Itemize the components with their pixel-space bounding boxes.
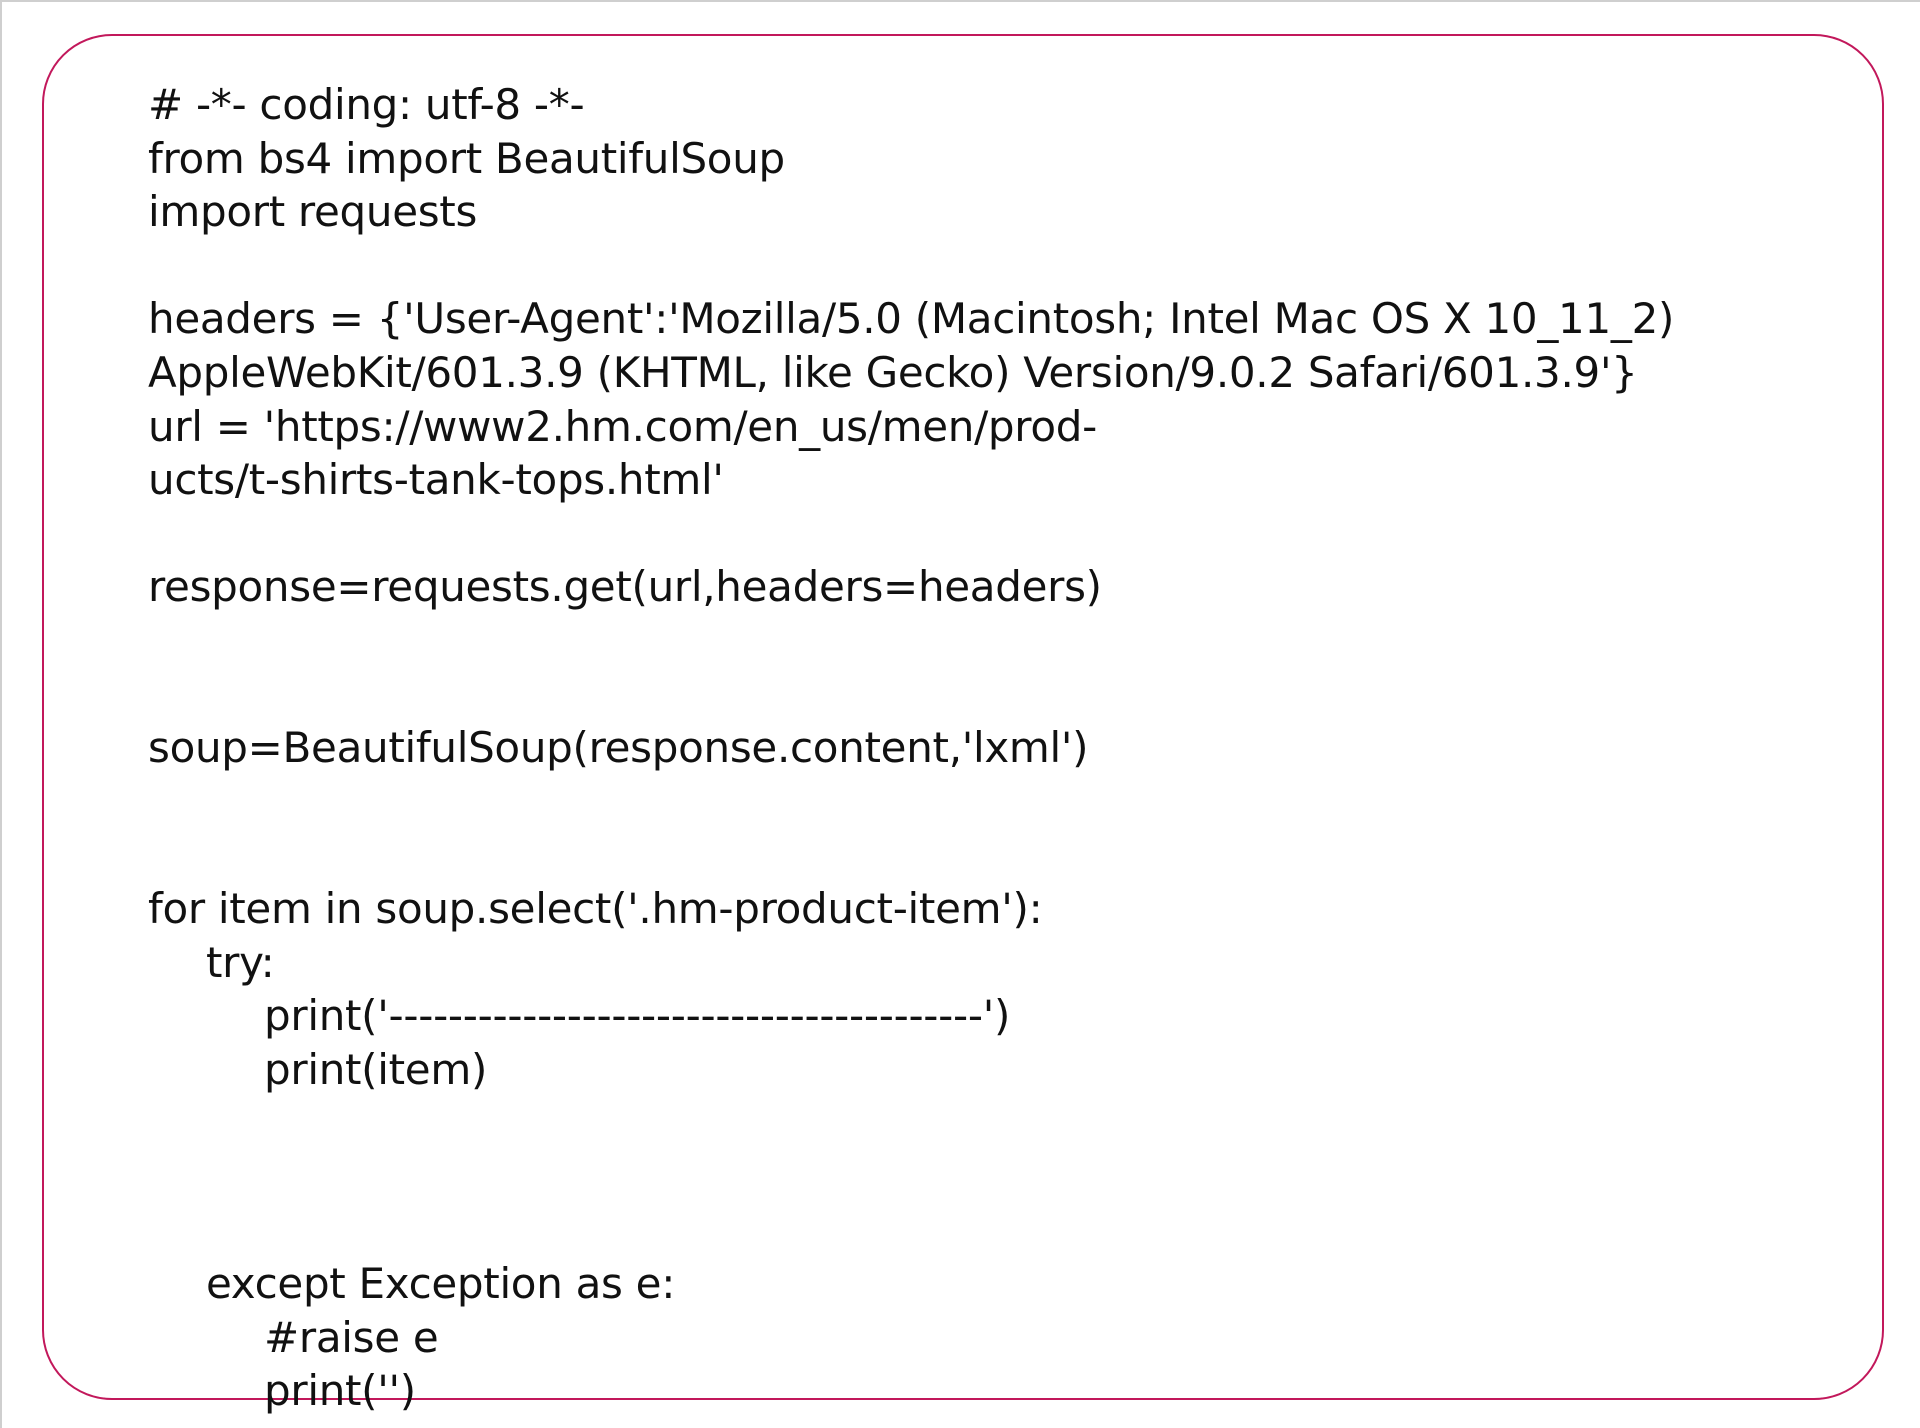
code-line-blank bbox=[148, 775, 1674, 829]
code-line: print('') bbox=[264, 1366, 416, 1416]
code-line: import requests bbox=[148, 187, 478, 237]
code-line: AppleWebKit/601.3.9 (KHTML, like Gecko) … bbox=[148, 347, 1638, 397]
code-line-blank bbox=[148, 239, 1674, 293]
code-line: except Exception as e: bbox=[206, 1259, 676, 1309]
code-line: print(item) bbox=[264, 1044, 488, 1094]
code-line: try: bbox=[206, 937, 275, 987]
code-line-blank bbox=[148, 668, 1674, 722]
code-line: for item in soup.select('.hm-product-ite… bbox=[148, 883, 1043, 933]
code-line-blank bbox=[148, 507, 1674, 561]
code-line: ucts/t-shirts-tank-tops.html' bbox=[148, 455, 724, 505]
code-line: # -*- coding: utf-8 -*- bbox=[148, 80, 585, 129]
code-line: #raise e bbox=[264, 1312, 439, 1362]
code-line: soup=BeautifulSoup(response.content,'lxm… bbox=[148, 723, 1089, 773]
code-line-blank bbox=[148, 1096, 1674, 1150]
code-line: headers = {'User-Agent':'Mozilla/5.0 (Ma… bbox=[148, 294, 1675, 344]
code-block: # -*- coding: utf-8 -*- from bs4 import … bbox=[148, 78, 1674, 1418]
code-line: print('---------------------------------… bbox=[264, 991, 1011, 1041]
code-frame: # -*- coding: utf-8 -*- from bs4 import … bbox=[42, 34, 1884, 1415]
code-line: from bs4 import BeautifulSoup bbox=[148, 133, 785, 183]
code-line: response=requests.get(url,headers=header… bbox=[148, 562, 1102, 612]
code-line-blank bbox=[148, 828, 1674, 882]
code-line-blank bbox=[148, 1203, 1674, 1257]
code-line-blank bbox=[148, 614, 1674, 668]
code-line-blank bbox=[148, 1150, 1674, 1204]
code-line: url = 'https://www2.hm.com/en_us/men/pro… bbox=[148, 401, 1097, 451]
